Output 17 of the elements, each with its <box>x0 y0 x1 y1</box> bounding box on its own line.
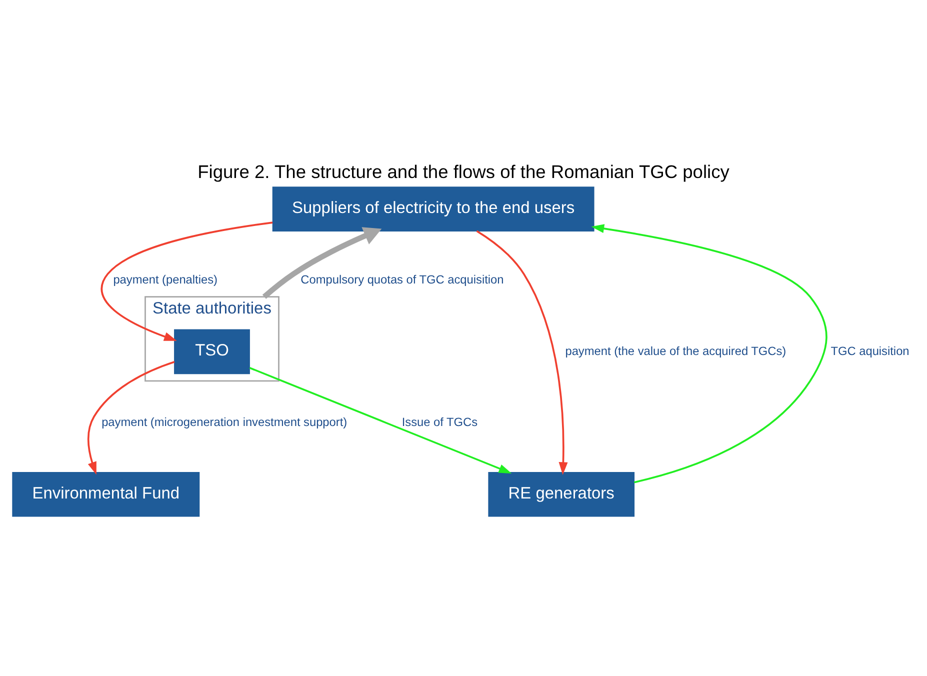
edge-label: TGC aquisition <box>830 344 910 358</box>
diagram-title: Figure 2. The structure and the flows of the Romanian TGC policy <box>198 160 730 182</box>
arrow <box>262 227 382 299</box>
arrow <box>476 230 568 476</box>
arrow <box>591 224 828 484</box>
edge-label: payment (the value of the acquired TGCs) <box>565 344 786 358</box>
arrow <box>100 222 273 341</box>
node-box: RE generators <box>488 472 635 517</box>
arrow <box>249 367 512 474</box>
edge-label: payment (penalties) <box>113 272 218 286</box>
node-box: TSO <box>174 329 250 374</box>
node-box: Environmental Fund <box>12 472 200 517</box>
node-box: Suppliers of electricity to the end users <box>272 186 594 232</box>
edge-label: payment (microgeneration investment support) <box>102 415 348 430</box>
edge-label: Compulsory quotas of TGC acquisition <box>300 272 504 286</box>
arrow <box>88 361 175 475</box>
edge-label: Issue of TGCs <box>402 415 478 430</box>
